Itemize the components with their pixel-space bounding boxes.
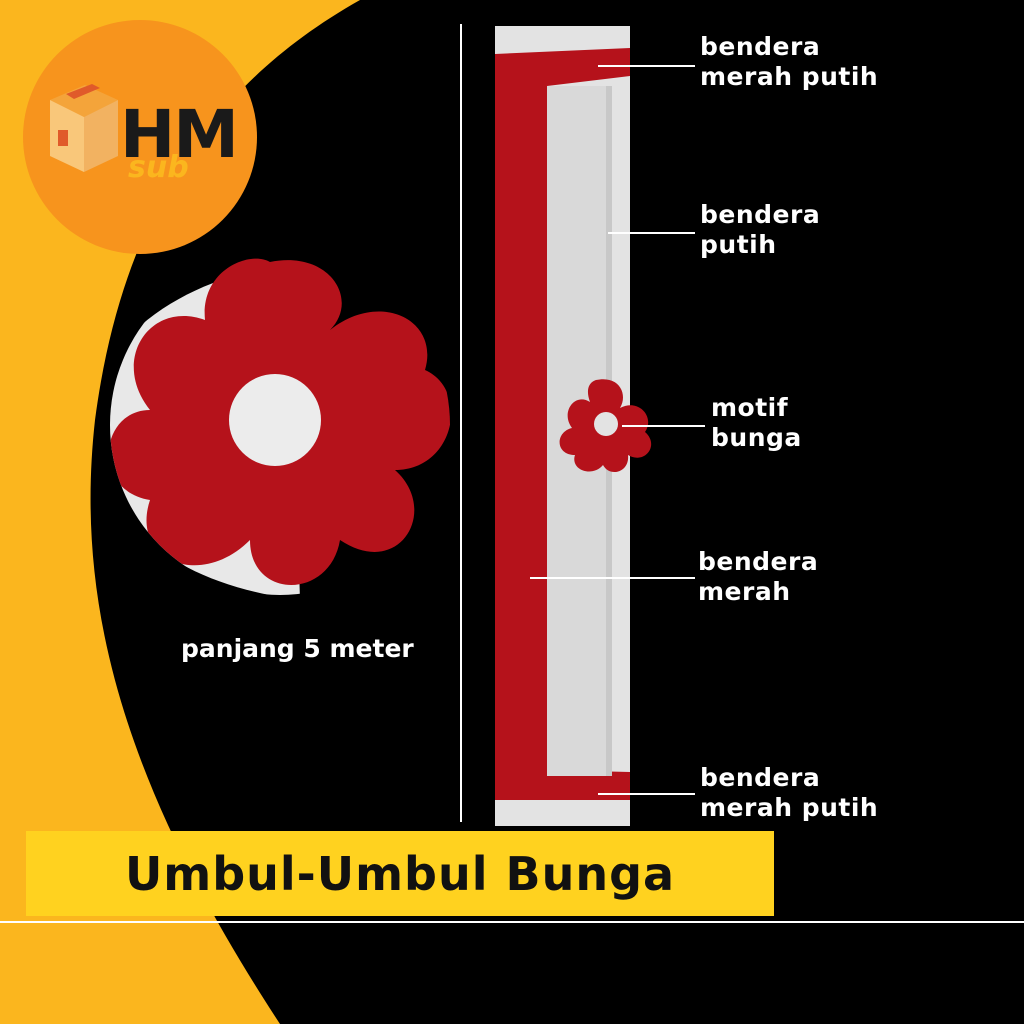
box-icon — [50, 84, 118, 172]
vertical-divider — [460, 24, 462, 822]
title-banner: Umbul-Umbul Bunga — [26, 831, 774, 916]
logo-sub-text: sub — [128, 150, 189, 185]
yellow-curve-panel — [0, 0, 360, 1024]
logo-main-text: HM — [120, 96, 239, 173]
label-top-red-white: bendera merah putih — [700, 32, 879, 91]
pointer-lines — [530, 65, 705, 795]
label-white-flag: bendera putih — [700, 200, 821, 259]
label-red-flag: bendera merah — [698, 547, 819, 606]
bottom-divider — [0, 921, 1024, 923]
flower-zoom — [110, 255, 450, 595]
banner-flag — [495, 26, 652, 826]
label-flower-motif: motif bunga — [711, 393, 802, 452]
label-bottom-red-white: bendera merah putih — [700, 763, 879, 822]
logo-circle — [23, 20, 257, 254]
product-title: Umbul-Umbul Bunga — [124, 846, 676, 901]
length-caption: panjang 5 meter — [181, 634, 414, 663]
